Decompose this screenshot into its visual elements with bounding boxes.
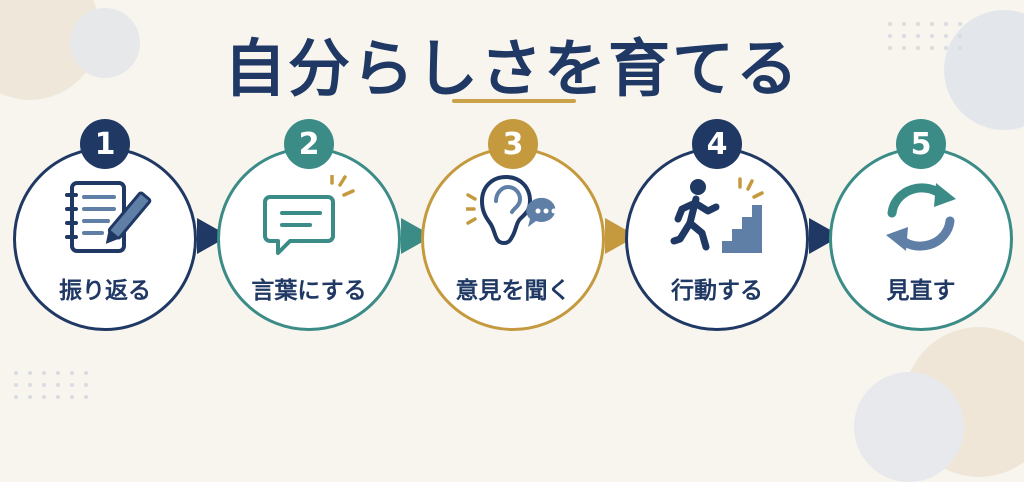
- decor-dots: [888, 22, 964, 50]
- step-label: 行動する: [671, 278, 763, 304]
- arrow-right-icon: [809, 218, 841, 254]
- step-number-badge: 4: [692, 119, 742, 169]
- decor-circle: [854, 372, 964, 482]
- decor-dots: [14, 371, 90, 399]
- speech-bubble-icon: [263, 175, 355, 255]
- person-climbing-stairs-icon: [670, 177, 764, 253]
- title-underline: [452, 99, 576, 103]
- step-3: 3 意見を聞く: [421, 119, 605, 331]
- step-number-badge: 2: [284, 119, 334, 169]
- arrow-right-icon: [605, 218, 637, 254]
- step-5: 5 見直す: [829, 119, 1013, 331]
- refresh-cycle-icon: [886, 183, 956, 251]
- step-label: 言葉にする: [251, 278, 367, 304]
- ear-listening-icon: [466, 175, 557, 245]
- step-number-badge: 3: [488, 119, 538, 169]
- step-circle: [625, 147, 809, 331]
- step-number-badge: 5: [896, 119, 946, 169]
- step-number-badge: 1: [80, 119, 130, 169]
- step-2: 2 言葉にする: [217, 119, 401, 331]
- page-title: 自分らしさを育てる: [223, 32, 800, 105]
- notebook-pen-icon: [65, 181, 152, 253]
- step-label: 見直す: [886, 278, 956, 304]
- step-label: 意見を聞く: [455, 278, 571, 304]
- arrow-right-icon: [401, 218, 433, 254]
- step-1: 1 振り返る: [13, 119, 197, 331]
- step-circle: [829, 147, 1013, 331]
- arrow-right-icon: [197, 218, 229, 254]
- step-label: 振り返る: [59, 278, 151, 304]
- step-4: 4 行動する: [625, 119, 809, 331]
- decor-circle: [70, 8, 140, 78]
